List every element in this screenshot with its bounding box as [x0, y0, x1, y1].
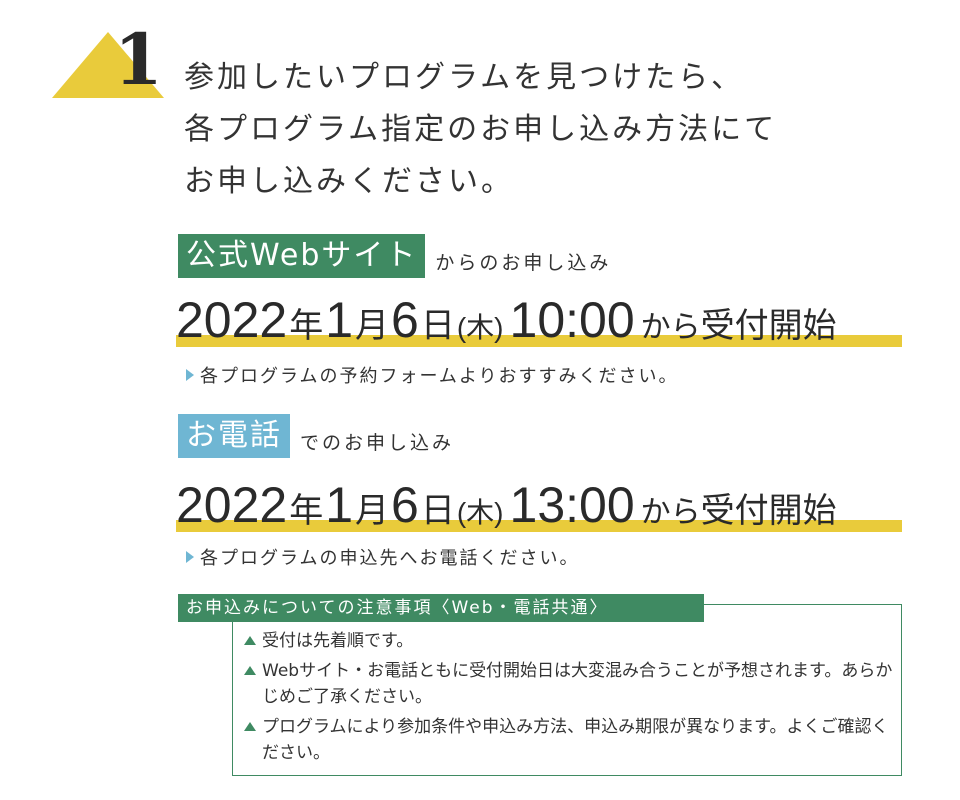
list-item: プログラムにより参加条件や申込み方法、申込み期限が異なります。よくご確認ください…: [244, 714, 894, 766]
date-month: 1: [325, 477, 354, 533]
triangle-right-icon: [186, 551, 194, 563]
triangle-right-icon: [186, 369, 194, 381]
phone-start-date: 2022 年 1 月 6 日 (木) 13:00 から 受付開始: [176, 475, 900, 535]
date-time: 13:00: [509, 477, 635, 533]
date-kara: から: [640, 311, 701, 344]
intro-text: 参加したいプログラムを見つけたら、 各プログラム指定のお申し込み方法にて お申し…: [184, 52, 777, 208]
list-item: 受付は先着順です。: [244, 628, 894, 654]
date-kara: から: [640, 496, 701, 529]
caution-item-text: Webサイト・お電話ともに受付開始日は大変混み合うことが予想されます。あらかじめ…: [262, 661, 893, 707]
triangle-up-icon: [244, 722, 256, 731]
date-day-unit: 日: [420, 307, 455, 345]
caution-item-text: プログラムにより参加条件や申込み方法、申込み期限が異なります。よくご確認ください…: [262, 717, 889, 763]
list-item: Webサイト・お電話ともに受付開始日は大変混み合うことが予想されます。あらかじめ…: [244, 658, 894, 710]
date-ending: 受付開始: [700, 307, 837, 345]
caution-title: お申込みについての注意事項〈Web・電話共通〉: [178, 594, 704, 622]
phone-note-text: 各プログラムの申込先へお電話ください。: [200, 548, 580, 569]
intro-line: 参加したいプログラムを見つけたら、: [184, 60, 745, 95]
phone-section-heading: お電話 でのお申し込み: [178, 414, 454, 458]
date-day-unit: 日: [420, 492, 455, 530]
caution-item-text: 受付は先着順です。: [262, 631, 414, 651]
date-month-unit: 月: [355, 307, 390, 345]
web-tag-suffix: からのお申し込み: [435, 252, 612, 274]
phone-tag-suffix: でのお申し込み: [300, 432, 455, 454]
date-weekday: (木): [456, 497, 504, 528]
yellow-underline: [176, 520, 902, 532]
yellow-underline: [176, 335, 902, 347]
date-year: 2022: [176, 477, 288, 533]
date-month-unit: 月: [355, 492, 390, 530]
intro-line: 各プログラム指定のお申し込み方法にて: [184, 112, 778, 147]
triangle-up-icon: [244, 666, 256, 675]
date-year-unit: 年: [289, 307, 324, 345]
triangle-up-icon: [244, 636, 256, 645]
date-year: 2022: [176, 292, 288, 348]
caution-list: 受付は先着順です。 Webサイト・お電話ともに受付開始日は大変混み合うことが予想…: [244, 628, 894, 770]
date-day: 6: [391, 477, 419, 533]
web-note: 各プログラムの予約フォームよりおすすみください。: [186, 362, 679, 388]
phone-note: 各プログラムの申込先へお電話ください。: [186, 544, 579, 570]
step-badge: 1: [52, 20, 172, 100]
web-start-date: 2022 年 1 月 6 日 (木) 10:00 から 受付開始: [176, 290, 900, 350]
yellow-triangle-icon: [52, 32, 164, 98]
phone-tag: お電話: [178, 414, 290, 458]
web-tag: 公式Webサイト: [178, 234, 426, 278]
date-year-unit: 年: [289, 492, 324, 530]
date-ending: 受付開始: [700, 492, 837, 530]
date-time: 10:00: [509, 292, 635, 348]
step-number: 1: [114, 18, 163, 101]
date-day: 6: [391, 292, 419, 348]
intro-line: お申し込みください。: [184, 164, 514, 199]
date-month: 1: [325, 292, 354, 348]
web-section-heading: 公式Webサイト からのお申し込み: [178, 234, 611, 278]
date-weekday: (木): [456, 312, 504, 343]
web-note-text: 各プログラムの予約フォームよりおすすみください。: [200, 366, 679, 387]
